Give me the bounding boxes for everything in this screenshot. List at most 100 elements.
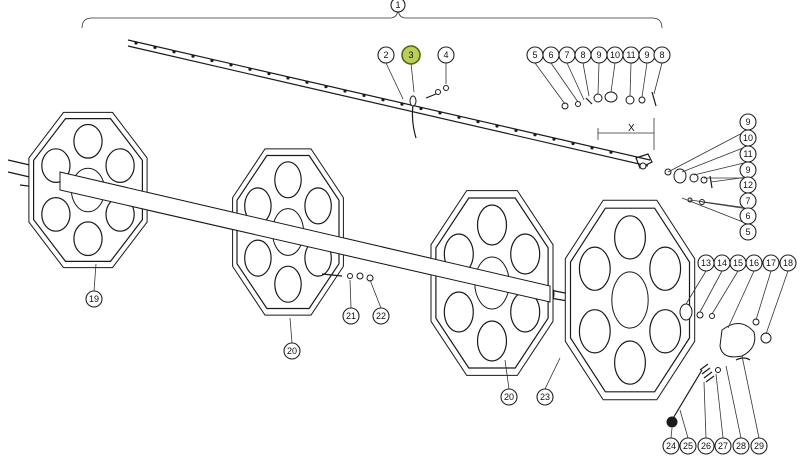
- callout-8[interactable]: 8: [574, 46, 592, 64]
- svg-text:21: 21: [346, 311, 356, 321]
- svg-text:2: 2: [383, 50, 388, 60]
- svg-text:6: 6: [745, 211, 750, 221]
- svg-text:13: 13: [701, 258, 711, 268]
- svg-text:9: 9: [596, 50, 601, 60]
- callout-29[interactable]: 29: [750, 437, 768, 455]
- callout-28[interactable]: 28: [732, 437, 750, 455]
- callout-20[interactable]: 20: [283, 342, 301, 360]
- leader-line: [610, 62, 616, 93]
- callout-13[interactable]: 13: [697, 254, 715, 272]
- svg-text:10: 10: [743, 133, 753, 143]
- leader-line: [727, 270, 755, 329]
- callout-7[interactable]: 7: [558, 46, 576, 64]
- rod-hole: [134, 41, 138, 45]
- rod-hole: [324, 85, 328, 89]
- leader-line: [765, 270, 789, 335]
- leader-line: [504, 359, 510, 390]
- svg-text:17: 17: [766, 258, 776, 268]
- main-axle-front: [59, 171, 551, 303]
- svg-text:6: 6: [548, 50, 553, 60]
- assembly-bracket: [81, 7, 663, 29]
- callout-24[interactable]: 24: [662, 437, 680, 455]
- leader-line: [289, 317, 293, 344]
- rod-hole: [514, 128, 518, 132]
- leader-line: [667, 129, 749, 173]
- svg-text:15: 15: [733, 258, 743, 268]
- callout-4[interactable]: 4: [437, 46, 455, 64]
- callout-8[interactable]: 8: [653, 46, 671, 64]
- leader-line: [597, 62, 600, 95]
- svg-text:11: 11: [743, 149, 752, 159]
- svg-text:24: 24: [666, 441, 676, 451]
- rod-hole: [457, 115, 461, 119]
- callout-20[interactable]: 20: [500, 388, 518, 406]
- callout-12[interactable]: 12: [739, 176, 757, 194]
- callout-23[interactable]: 23: [536, 388, 554, 406]
- rod-clip: [409, 85, 449, 139]
- callout-6[interactable]: 6: [739, 207, 757, 225]
- svg-text:9: 9: [745, 165, 750, 175]
- leader-line: [703, 381, 707, 439]
- svg-text:5: 5: [532, 50, 537, 60]
- rod-hole: [419, 106, 423, 111]
- rod-hole: [153, 45, 157, 49]
- leader-line: [544, 357, 561, 390]
- callout-9[interactable]: 9: [638, 46, 656, 64]
- callout-19[interactable]: 19: [85, 290, 103, 308]
- svg-text:20: 20: [504, 392, 514, 402]
- svg-text:8: 8: [580, 50, 585, 60]
- callout-22[interactable]: 22: [372, 307, 390, 325]
- callout-assembly[interactable]: 1: [390, 0, 406, 13]
- svg-text:27: 27: [718, 441, 728, 451]
- svg-text:14: 14: [717, 258, 727, 268]
- rod-hole: [571, 141, 575, 146]
- callout-10[interactable]: 10: [606, 46, 624, 64]
- callout-27[interactable]: 27: [714, 437, 732, 455]
- rod-hole: [343, 89, 347, 93]
- svg-text:10: 10: [610, 50, 620, 60]
- svg-text:16: 16: [749, 258, 759, 268]
- callout-2[interactable]: 2: [377, 46, 395, 64]
- svg-text:1: 1: [395, 0, 400, 10]
- leader-line: [385, 62, 404, 100]
- rod-hole: [495, 124, 499, 128]
- callout-3-highlighted[interactable]: 3: [401, 45, 421, 65]
- callout-5[interactable]: 5: [526, 46, 544, 64]
- callout-9[interactable]: 9: [739, 113, 757, 131]
- rod-hole: [210, 58, 214, 63]
- leader-line: [550, 62, 579, 103]
- rod-hole: [400, 102, 404, 106]
- svg-text:19: 19: [89, 294, 99, 304]
- callout-9[interactable]: 9: [590, 46, 608, 64]
- bolt-21: [321, 272, 374, 282]
- leader-line: [349, 279, 352, 309]
- svg-text:18: 18: [783, 258, 793, 268]
- callout-6[interactable]: 6: [542, 46, 560, 64]
- leader-line: [693, 161, 749, 176]
- svg-text:22: 22: [376, 311, 386, 321]
- callout-16[interactable]: 16: [745, 254, 763, 272]
- leader-line: [741, 355, 760, 439]
- callout-10[interactable]: 10: [739, 129, 757, 147]
- callout-5[interactable]: 5: [739, 223, 757, 241]
- callout-9[interactable]: 9: [739, 161, 757, 179]
- svg-text:5: 5: [745, 227, 750, 237]
- leader-line: [681, 197, 749, 225]
- leader-line: [369, 279, 382, 309]
- small-parts-right: [561, 91, 772, 428]
- callout-17[interactable]: 17: [762, 254, 780, 272]
- leader-line: [725, 365, 742, 439]
- callout-26[interactable]: 26: [697, 437, 715, 455]
- spider-wheels: [28, 111, 696, 401]
- callout-11[interactable]: 11: [739, 145, 757, 163]
- callout-7[interactable]: 7: [739, 192, 757, 210]
- callout-15[interactable]: 15: [729, 254, 747, 272]
- callout-25[interactable]: 25: [679, 437, 697, 455]
- leader-line: [582, 62, 590, 97]
- callout-18[interactable]: 18: [779, 254, 797, 272]
- callout-21[interactable]: 21: [342, 307, 360, 325]
- svg-text:7: 7: [745, 196, 750, 206]
- callout-11[interactable]: 11: [622, 46, 640, 64]
- callout-14[interactable]: 14: [713, 254, 731, 272]
